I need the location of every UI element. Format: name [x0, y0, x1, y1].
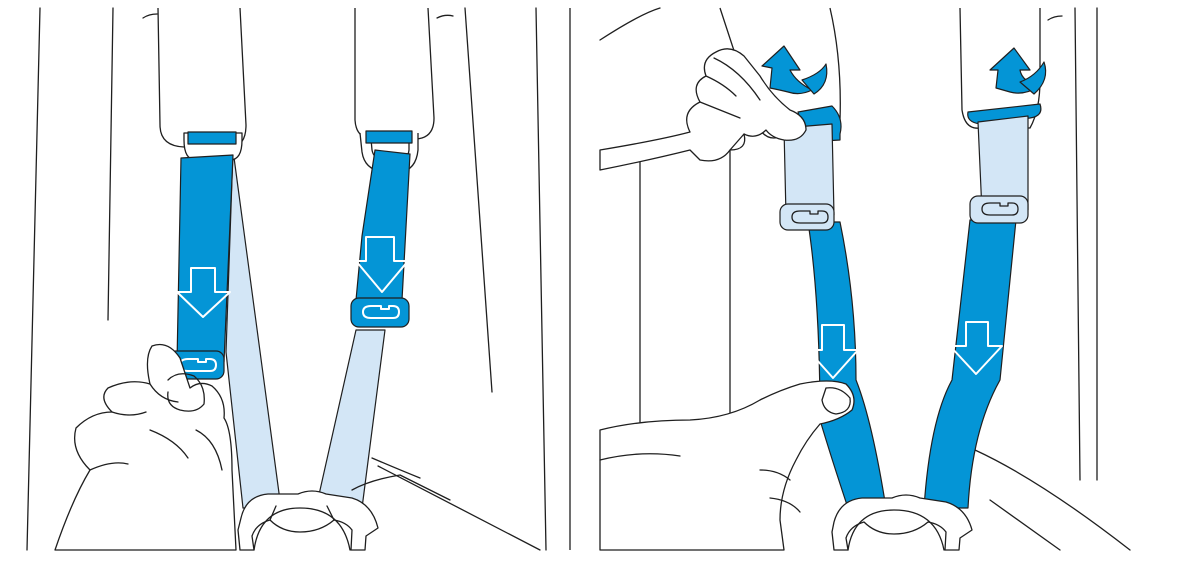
shoulder-pad-right: [355, 8, 434, 139]
panel-step-2: [600, 8, 1130, 550]
strap-back-left: [226, 150, 281, 508]
strap-right: [924, 48, 1046, 508]
harness-buckle-icon: [238, 491, 378, 550]
buckle-slot-left: [780, 204, 834, 230]
buckle-slot-right: [351, 298, 409, 327]
hand-icon: [600, 381, 854, 550]
strap-right: [351, 131, 418, 327]
panel-step-1: [27, 8, 546, 550]
shoulder-pad-left: [158, 8, 246, 147]
buckle-slot-right: [970, 196, 1028, 223]
harness-buckle-icon: [832, 495, 972, 550]
